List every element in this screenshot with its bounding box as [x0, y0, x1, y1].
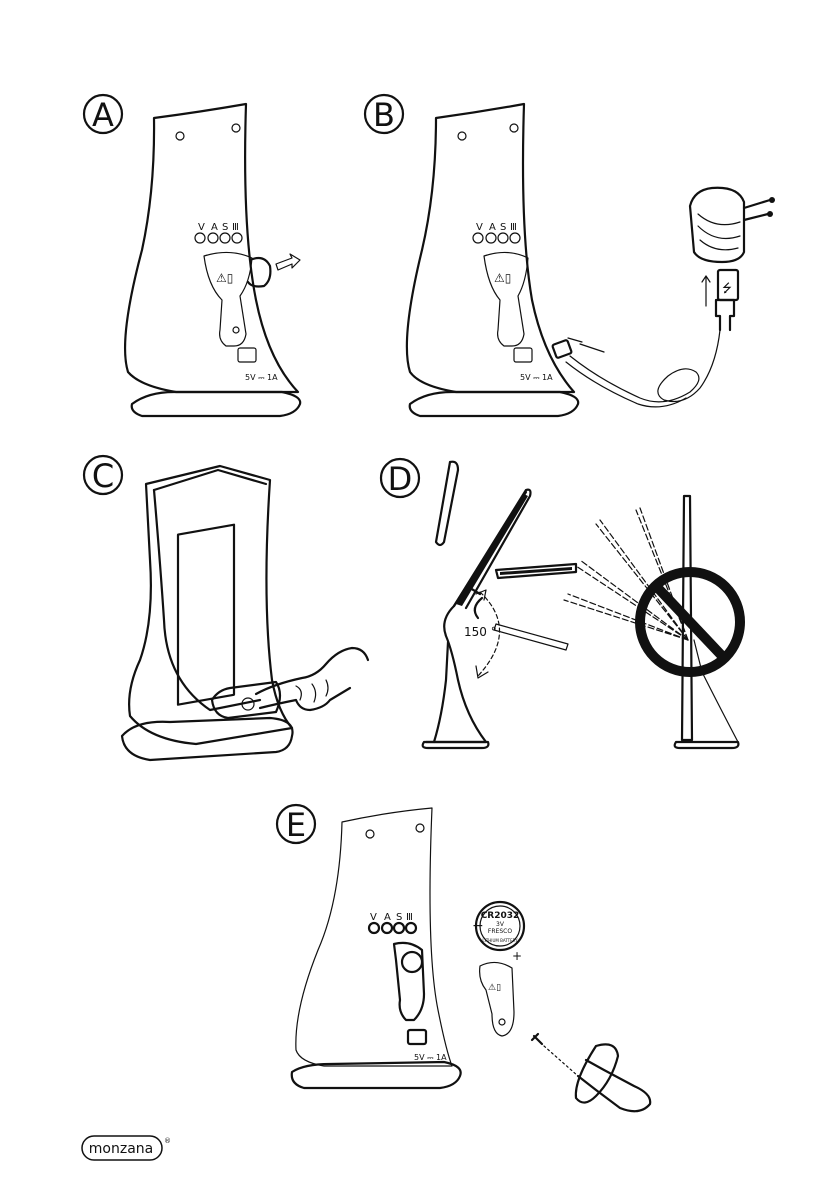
screwdriver-icon [532, 1034, 650, 1111]
mode-label-s: S [500, 222, 506, 233]
mode-label-a: A [384, 912, 391, 923]
power-adapter [690, 188, 775, 262]
power-spec-b: 5V ⎓ 1A [520, 373, 553, 382]
mode-buttons-a [195, 233, 242, 243]
lamp-back-e: V A S Ⅲ 5V ⎓ 1A [292, 808, 461, 1088]
mode-label-s: S [396, 912, 402, 923]
step-d-badge: D [381, 459, 419, 498]
step-b-badge: B [365, 95, 403, 134]
mode-label-iii: Ⅲ [232, 222, 239, 233]
usb-icon: ⭍ [722, 281, 732, 295]
lamp-overbent [564, 496, 738, 748]
mode-label-a: A [211, 222, 218, 233]
lamp-back-a: V A S Ⅲ ⚠▯ 5V ⎓ 1A [125, 104, 300, 416]
panel-d: D 150 ° [381, 459, 740, 748]
warning-icon: ⚠▯ [494, 271, 511, 285]
battery-minus: − [472, 918, 484, 934]
battery-model: CR2032 [481, 911, 520, 921]
panel-b: B V A S Ⅲ ⚠▯ 5V ⎓ 1A [365, 95, 775, 416]
mode-buttons-e [369, 923, 416, 933]
power-spec-e: 5V ⎓ 1A [414, 1053, 447, 1062]
battery-cr2032: CR2032 3V FRESCO LITHIUM BATTERY − + [472, 902, 524, 963]
brand-name: monzana [89, 1141, 153, 1157]
mode-labels-a: V A S Ⅲ [198, 222, 239, 233]
brand-logo: monzana ® [82, 1136, 171, 1160]
brand-mark: ® [164, 1137, 171, 1145]
lamp-front [122, 466, 293, 760]
mode-label-iii: Ⅲ [510, 222, 517, 233]
step-b-label: B [373, 96, 395, 134]
mode-label-v: V [370, 912, 377, 923]
step-d-label: D [388, 460, 413, 498]
panel-e: E V A S Ⅲ 5V ⎓ 1A [277, 805, 650, 1111]
lamp-back-b: V A S Ⅲ ⚠▯ 5V ⎓ 1A [407, 104, 578, 416]
mode-label-iii: Ⅲ [406, 912, 413, 923]
lamp-adjustable: 150 ° [423, 462, 576, 748]
mode-label-v: V [476, 222, 483, 233]
battery-volt: 3V [496, 921, 505, 928]
mode-buttons-b [473, 233, 520, 243]
battery-brand: FRESCO [488, 928, 512, 935]
step-a-label: A [92, 96, 114, 134]
mode-label-a: A [489, 222, 496, 233]
battery-plus: + [512, 949, 522, 963]
step-e-label: E [286, 806, 306, 844]
cover-warning-icon: ⚠▯ [488, 983, 501, 993]
step-c-label: C [92, 457, 114, 495]
power-spec-a: 5V ⎓ 1A [245, 373, 278, 382]
angle-label: 150 ° [464, 625, 497, 639]
mode-labels-b: V A S Ⅲ [476, 222, 517, 233]
warning-icon: ⚠▯ [216, 271, 233, 285]
step-e-badge: E [277, 805, 315, 844]
panel-c: C [84, 456, 368, 760]
battery-text: LITHIUM BATTERY [482, 938, 518, 943]
mode-label-v: V [198, 222, 205, 233]
panel-a: A V A S Ⅲ ⚠▯ 5V ⎓ 1A [84, 95, 300, 416]
step-a-badge: A [84, 95, 122, 134]
mode-labels-e: V A S Ⅲ [370, 912, 413, 923]
step-c-badge: C [84, 456, 122, 495]
battery-cover: ⚠▯ [480, 962, 514, 1036]
mode-label-s: S [222, 222, 228, 233]
usb-cable: ⭍ [552, 270, 738, 407]
